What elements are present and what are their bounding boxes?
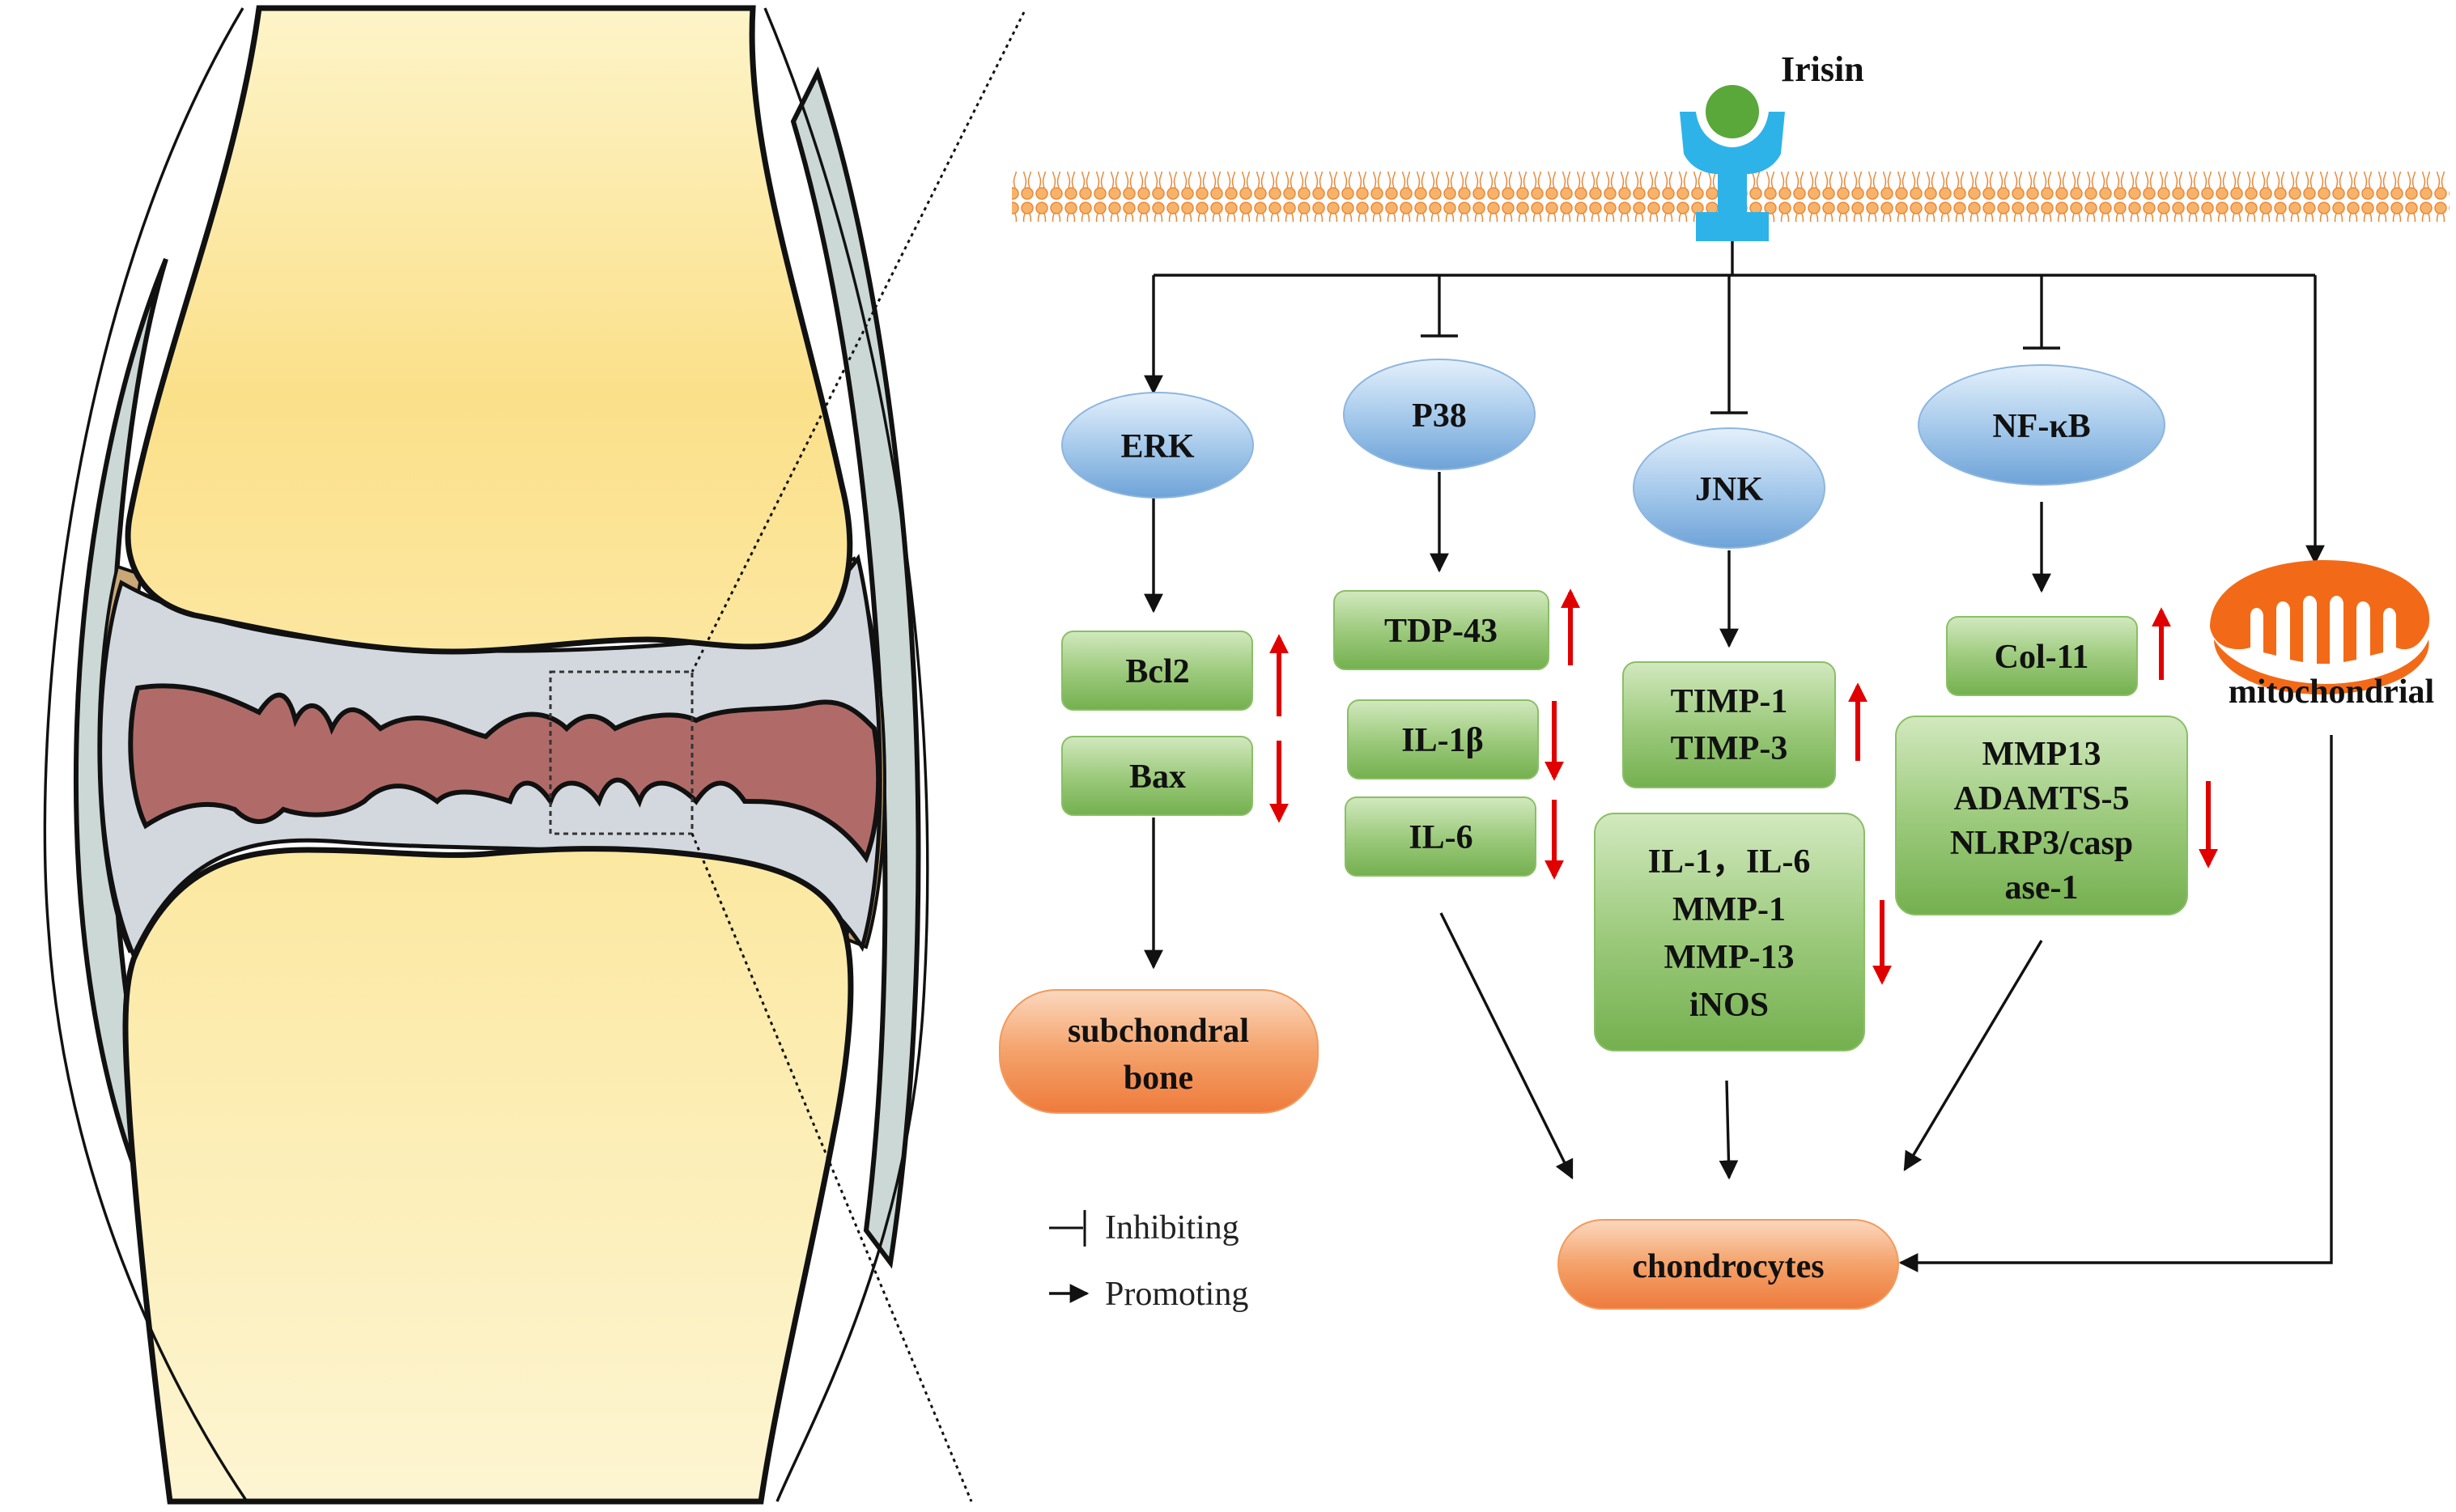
receptor-icon xyxy=(1680,112,1785,241)
svg-text:MMP13: MMP13 xyxy=(1982,736,2101,773)
lower-bone xyxy=(122,846,854,1505)
legend-inhibiting-label: Inhibiting xyxy=(1105,1209,1239,1247)
svg-text:subchondral: subchondral xyxy=(1068,1013,1249,1050)
target-chondrocytes: chondrocytes xyxy=(1557,1219,1899,1310)
marker-nfkb-downstream: MMP13 ADAMTS-5 NLRP3/casp ase-1 xyxy=(1895,716,2188,915)
svg-text:TIMP-1: TIMP-1 xyxy=(1671,683,1788,720)
svg-text:TDP-43: TDP-43 xyxy=(1384,613,1498,650)
svg-text:ase-1: ase-1 xyxy=(2005,869,2079,907)
pathway-label-erk: ERK xyxy=(1120,428,1194,465)
svg-text:IL-1，IL-6: IL-1，IL-6 xyxy=(1648,843,1811,881)
marker-bcl2: Bcl2 xyxy=(1061,631,1253,711)
upper-bone xyxy=(125,5,853,655)
marker-tdp43: TDP-43 xyxy=(1333,590,1549,670)
svg-text:MMP-1: MMP-1 xyxy=(1672,891,1786,928)
pathway-label-p38: P38 xyxy=(1412,397,1467,435)
svg-text:Bcl2: Bcl2 xyxy=(1125,653,1189,690)
svg-text:bone: bone xyxy=(1124,1060,1193,1097)
svg-text:IL-1β: IL-1β xyxy=(1401,722,1483,759)
pathway-node-erk: ERK xyxy=(1061,392,1254,499)
pathway-node-jnk: JNK xyxy=(1633,427,1825,549)
zoom-box xyxy=(549,670,694,835)
mitochondria-icon xyxy=(2210,560,2430,694)
pathway-node-p38: P38 xyxy=(1343,359,1536,470)
target-subchondral-bone: subchondral bone xyxy=(999,989,1319,1114)
svg-text:iNOS: iNOS xyxy=(1689,987,1769,1024)
svg-text:chondrocytes: chondrocytes xyxy=(1632,1248,1824,1285)
irisin-ligand-icon xyxy=(1706,85,1759,138)
svg-text:NLRP3/casp: NLRP3/casp xyxy=(1950,825,2133,862)
svg-text:IL-6: IL-6 xyxy=(1409,819,1472,856)
pathway-label-nfkb: NF-κB xyxy=(1992,408,2090,445)
legend-promoting-label: Promoting xyxy=(1105,1276,1248,1313)
svg-text:ADAMTS-5: ADAMTS-5 xyxy=(1954,780,2130,818)
mitochondrial-label: mitochondrial xyxy=(2229,673,2434,711)
svg-text:Bax: Bax xyxy=(1129,758,1186,796)
synovium-right xyxy=(790,66,921,1269)
outer-capsule-left xyxy=(43,7,249,1502)
svg-text:Col-11: Col-11 xyxy=(1995,639,2089,676)
marker-il6: IL-6 xyxy=(1345,796,1536,877)
marker-jnk-downstream: IL-1，IL-6 MMP-1 MMP-13 iNOS xyxy=(1594,813,1865,1051)
connectors xyxy=(1144,241,2333,1272)
irisin-label: Irisin xyxy=(1781,49,1864,89)
legend: Inhibiting Promoting xyxy=(1049,1209,1248,1313)
marker-timp: TIMP-1 TIMP-3 xyxy=(1622,661,1836,788)
outer-capsule-right xyxy=(763,7,929,1502)
marker-bax: Bax xyxy=(1061,736,1253,816)
svg-text:MMP-13: MMP-13 xyxy=(1664,939,1795,976)
svg-text:TIMP-3: TIMP-3 xyxy=(1671,730,1788,767)
marker-il1b: IL-1β xyxy=(1347,699,1539,779)
pathway-node-nfkb: NF-κB xyxy=(1918,364,2165,486)
legend-inhibit-symbol xyxy=(1049,1210,1086,1247)
knee-joint-illustration xyxy=(43,5,1026,1505)
pathway-label-jnk: JNK xyxy=(1695,471,1763,508)
marker-col11: Col-11 xyxy=(1946,616,2138,696)
